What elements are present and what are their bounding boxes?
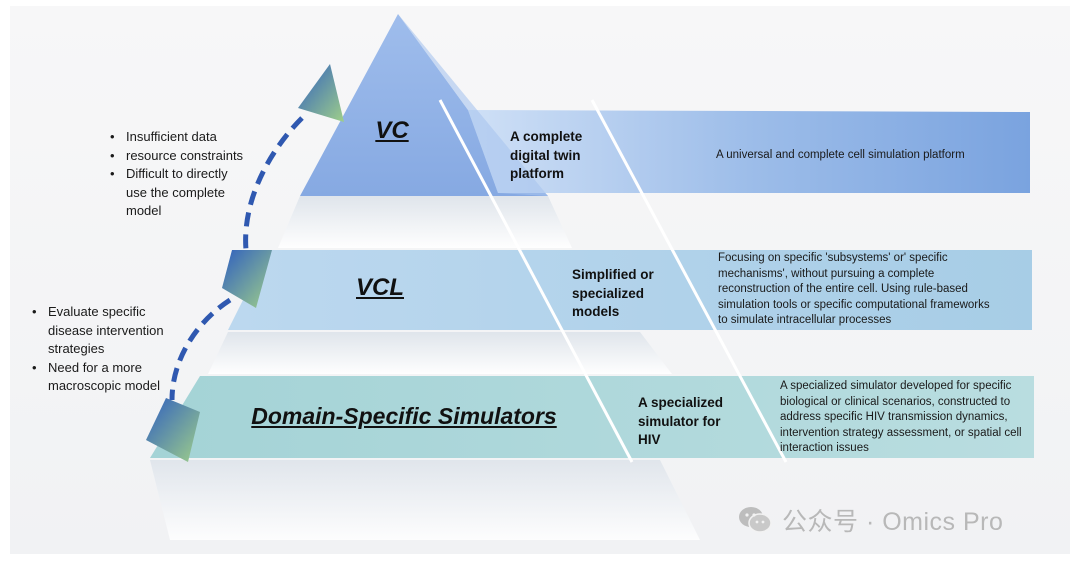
description-dss: A specialized simulator developed for sp… [780,380,1022,454]
arrow-dash-upper [243,116,304,251]
left-notes-lower: Evaluate specific disease intervention s… [28,303,168,396]
vc-shadow [278,196,572,248]
note-item: resource constraints [106,147,246,166]
description-vc: A universal and complete cell simulation… [716,149,965,161]
description-vcl: Focusing on specific 'subsystems' or' sp… [718,252,990,326]
level-label-vc: VC [375,117,409,144]
watermark-text: 公众号 · Omics Pro [782,508,1004,536]
dss-shadow [150,460,700,540]
watermark: 公众号 · Omics Pro [738,502,1003,538]
vcl-shadow [208,332,672,374]
middle-label-vcl: Simplified or specialized models [572,267,654,319]
divider-line-2 [590,99,788,463]
vc-apex-face [398,14,548,196]
note-item: Need for a more macroscopic model [28,359,168,396]
middle-label-dss: A specialized simulator for HIV [638,395,724,447]
arrowhead-bottom [146,398,200,462]
wechat-icon [739,507,772,533]
divider-line-1 [438,99,634,463]
note-item: Insufficient data [106,128,246,147]
left-notes-upper: Insufficient data resource constraints D… [106,128,246,221]
arrow-dash-lower [169,297,232,401]
middle-label-vc: A complete digital twin platform [510,129,583,181]
level-label-vcl: VCL [356,274,404,301]
vcl-band [228,250,1032,330]
note-item: Evaluate specific disease intervention s… [28,303,168,359]
level-label-dss: Domain-Specific Simulators [251,403,557,429]
note-item: Difficult to directly use the complete m… [106,165,246,221]
arrowhead-mid [222,250,272,308]
dss-band [150,376,1034,458]
arrowhead-top [298,64,344,122]
